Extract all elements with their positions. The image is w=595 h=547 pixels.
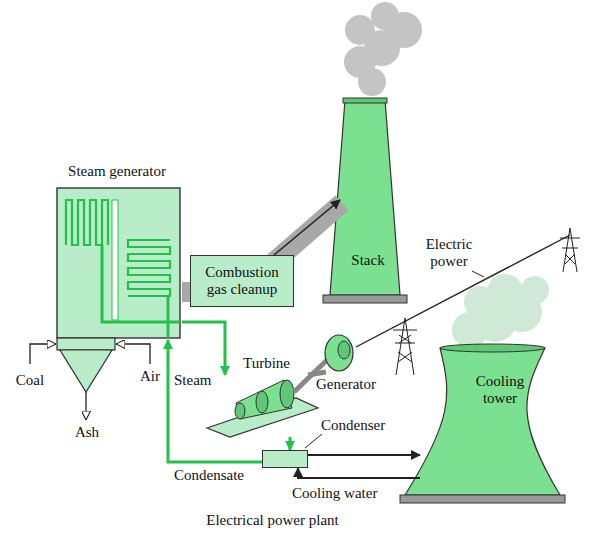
- turbine-stage: [280, 380, 294, 408]
- water-wall-tubes: [66, 200, 108, 245]
- flow-connector: [308, 372, 326, 375]
- power-label: Electric power: [418, 236, 480, 271]
- cooling-tower: Cooling tower: [420, 345, 565, 505]
- stack-rim: [343, 98, 387, 103]
- tower-rim: [440, 344, 545, 352]
- flow-label: Steam: [172, 372, 214, 389]
- smoke-puff: [371, 2, 399, 30]
- flow-label: Cooling water: [290, 485, 379, 502]
- pylon-lattice: [560, 228, 580, 272]
- coal-feed-arrow: [30, 344, 56, 364]
- stack-smoke: [344, 2, 422, 96]
- condenser: Condenser: [262, 450, 308, 468]
- tower-plume: [452, 274, 549, 348]
- node-label: Stack: [340, 252, 396, 269]
- input-label: Air: [133, 368, 167, 385]
- steam-generator: Steam generator: [52, 163, 182, 340]
- node-label: Condenser: [321, 417, 401, 434]
- ash-hopper: [60, 350, 112, 392]
- stack-body: [330, 100, 400, 295]
- economizer-coil: [128, 240, 170, 296]
- stack: Stack: [340, 120, 396, 300]
- leader-line: [472, 271, 484, 277]
- tower-shell: [405, 348, 560, 495]
- flow-connector: [274, 200, 340, 255]
- flow-connector: [182, 282, 190, 302]
- flow-label: Condensate: [172, 467, 246, 484]
- flow-connector: [308, 454, 420, 456]
- node-label: Combustion gas cleanup: [191, 261, 293, 302]
- node-label: Generator: [316, 376, 396, 393]
- boiler-partition: [112, 200, 118, 320]
- air-feed-arrow: [116, 344, 150, 364]
- ash-out-arrow: [85, 392, 86, 420]
- turbine: Turbine: [205, 375, 320, 437]
- tower-base: [400, 495, 565, 503]
- node-label: Cooling tower: [470, 373, 530, 408]
- smoke-puff: [345, 15, 375, 45]
- input-label: Coal: [8, 372, 52, 389]
- flow-connector: [298, 468, 420, 478]
- node-label: Steam generator: [52, 163, 182, 180]
- boiler-housing: [57, 188, 180, 338]
- pylon-lattice: [393, 318, 417, 375]
- generator-drawing: [325, 335, 353, 371]
- steam-generator-drawing: [30, 188, 180, 420]
- node-label: Turbine: [243, 355, 315, 372]
- turbine-stage: [235, 403, 245, 419]
- gas-duct: [274, 203, 342, 262]
- power-line: [356, 235, 570, 347]
- output-label: Ash: [70, 424, 104, 441]
- plume-puff: [464, 286, 496, 318]
- feedwater-inlet-pipe: [167, 296, 170, 338]
- burner-flange: [57, 338, 115, 350]
- turbine-stage: [256, 391, 268, 413]
- generator-body: [325, 335, 353, 371]
- generator-hub: [338, 341, 350, 359]
- plume-puff: [521, 276, 549, 304]
- figure-caption: Electrical power plant: [150, 512, 395, 529]
- flow-connector: [289, 437, 292, 450]
- stack-base: [323, 295, 407, 303]
- process-box: Combustion gas cleanup: [190, 255, 294, 307]
- flow-connector: [182, 322, 225, 375]
- generator: Generator: [320, 334, 358, 372]
- cooling-tower-drawing: [400, 344, 565, 503]
- leader-line: [305, 434, 322, 448]
